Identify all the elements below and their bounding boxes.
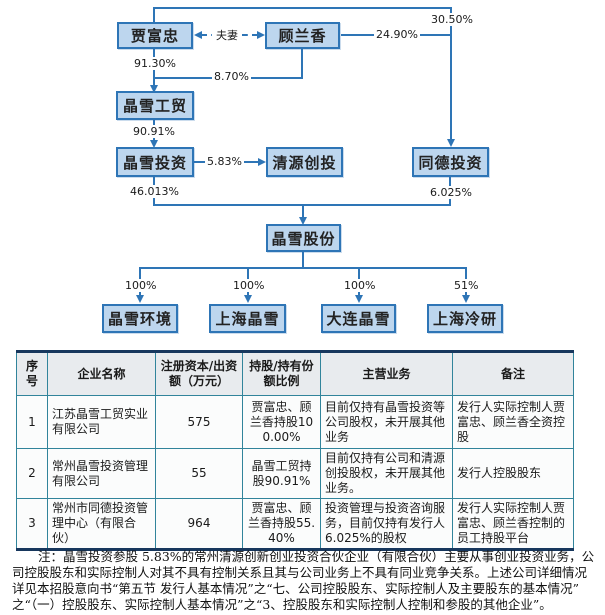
cell-index: 1 — [16, 395, 48, 449]
connector-jfz-up — [153, 7, 155, 23]
col-header-remark: 备注 — [452, 351, 574, 396]
cell-company: 常州晶雪投资管理有限公司 — [47, 448, 156, 499]
percent-jfz-gongmao: 91.30% — [132, 57, 176, 70]
percent-glx-gongmao: 8.70% — [212, 70, 251, 83]
cell-business: 投资管理与投资咨询服务，目前仅持有发行人6.025%的股权 — [320, 498, 453, 550]
footnote-line: 注：晶雪投资参股 5.83%的常州清源创新创业投资合伙企业（有限合伙）主要从事创… — [38, 549, 595, 564]
cell-remark: 发行人控股股东 — [452, 448, 574, 499]
percent-gufen-shanghaijx: 100% — [231, 279, 265, 292]
arrowhead-down-icon — [244, 295, 252, 303]
connector-top-horizontal — [153, 7, 452, 9]
percent-tongde-gufen: 6.025% — [428, 186, 474, 199]
arrowhead-down-icon — [299, 217, 307, 225]
footnote-line: 司控股股东和实际控制人对其不具有控制关系且其与公司业务上不具有同业竞争关系。上述… — [12, 565, 588, 580]
col-header-company: 企业名称 — [47, 351, 156, 396]
table-row: 2 常州晶雪投资管理有限公司 55 晶雪工贸持股90.91% 目前仅持有公司和清… — [16, 448, 574, 499]
table-row: 1 江苏晶雪工贸实业有限公司 575 贾富忠、顾兰香持股100.00% 目前仅持… — [16, 395, 574, 449]
cell-remark: 发行人实际控制人贾富忠、顾兰香全资控股 — [452, 395, 574, 449]
related-companies-table: 序号 企业名称 注册资本/出资额（万元） 持股/持有份额比例 主营业务 备注 1… — [16, 350, 574, 551]
node-jingxue-huanjing: 晶雪环境 — [102, 304, 178, 333]
node-shanghai-jingxue: 上海晶雪 — [209, 304, 286, 333]
arrowhead-down-icon — [447, 139, 455, 147]
cell-remark: 发行人实际控制人贾富忠、顾兰香控制的员工持股平台 — [452, 498, 574, 550]
connector-distribution-horizontal — [139, 267, 467, 269]
node-gu-lanxiang: 顾兰香 — [265, 22, 340, 49]
percent-touzi-gufen: 46.013% — [128, 185, 180, 198]
footnote-line: 之“（一）控股股东、实际控制人基本情况”之“3、控股股东和实际控制人控制和参股的… — [12, 597, 552, 612]
cell-shareratio: 贾富忠、顾兰香持股55.40% — [242, 498, 321, 550]
equity-structure-diagram: 30.50% 24.90% 夫妻 91.30% 8.70% 90.91% 5.8… — [102, 7, 503, 333]
node-jia-fuzhong: 贾富忠 — [117, 22, 193, 49]
col-header-capital: 注册资本/出资额（万元） — [155, 351, 243, 396]
cell-index: 2 — [16, 448, 48, 499]
col-header-shareratio: 持股/持有份额比例 — [242, 351, 321, 396]
percent-gufen-lengyan: 51% — [452, 279, 480, 292]
col-header-index: 序号 — [16, 351, 48, 396]
connector-gufen-down — [302, 252, 304, 269]
cell-company: 常州市同德投资管理中心（有限合伙） — [47, 498, 156, 550]
percent-touzi-qingyuan: 5.83% — [205, 155, 244, 168]
arrowhead-down-icon — [462, 295, 470, 303]
percent-glx-tongde: 24.90% — [374, 28, 420, 41]
footnote-line: 详见本招股意向书“第五节 发行人基本情况”之“七、公司控股股东、实际控制人及主要… — [12, 581, 580, 596]
table-header-row: 序号 企业名称 注册资本/出资额（万元） 持股/持有份额比例 主营业务 备注 — [16, 351, 574, 396]
node-dalian-jingxue: 大连晶雪 — [321, 304, 396, 333]
col-header-business: 主营业务 — [320, 351, 453, 396]
arrowhead-down-icon — [355, 295, 363, 303]
node-jingxue-gufen: 晶雪股份 — [266, 224, 341, 252]
cell-capital: 575 — [155, 395, 243, 449]
cell-capital: 964 — [155, 498, 243, 550]
percent-jfz-tongde: 30.50% — [429, 13, 475, 26]
footnote: 注：晶雪投资参股 5.83%的常州清源创新创业投资合伙企业（有限合伙）主要从事创… — [12, 549, 598, 613]
spouse-label: 夫妻 — [212, 29, 242, 42]
arrowhead-down-icon — [150, 140, 158, 148]
cell-company: 江苏晶雪工贸实业有限公司 — [47, 395, 156, 449]
connector-glx-down — [301, 49, 303, 79]
cell-business: 目前仅持有晶雪投资等公司股权，未开展其他业务 — [320, 395, 453, 449]
arrowhead-down-icon — [150, 85, 158, 93]
table-row: 3 常州市同德投资管理中心（有限合伙） 964 贾富忠、顾兰香持股55.40% … — [16, 498, 574, 550]
node-shanghai-lengyan: 上海冷研 — [427, 304, 503, 333]
percent-gufen-dalian: 100% — [342, 279, 376, 292]
node-qingyuan-chuangtou: 清源创投 — [266, 147, 343, 177]
connector-into-gufen — [302, 204, 304, 218]
arrowhead-left-icon — [194, 31, 202, 39]
cell-index: 3 — [16, 498, 48, 550]
arrowhead-right-icon — [257, 31, 265, 39]
percent-gongmao-touzi: 90.91% — [131, 125, 175, 138]
cell-shareratio: 晶雪工贸持股90.91% — [242, 448, 321, 499]
connector-right-vertical — [450, 7, 452, 140]
cell-shareratio: 贾富忠、顾兰香持股100.00% — [242, 395, 321, 449]
cell-business: 目前仅持有公司和清源创投股权，未开展其他业务。 — [320, 448, 453, 499]
node-jingxue-touzi: 晶雪投资 — [116, 147, 194, 177]
node-tongde-touzi: 同德投资 — [412, 147, 489, 177]
arrowhead-down-icon — [136, 295, 144, 303]
cell-capital: 55 — [155, 448, 243, 499]
node-jingxue-gongmao: 晶雪工贸 — [116, 91, 194, 120]
percent-gufen-huanjing: 100% — [123, 279, 157, 292]
arrowhead-right-icon — [258, 158, 266, 166]
